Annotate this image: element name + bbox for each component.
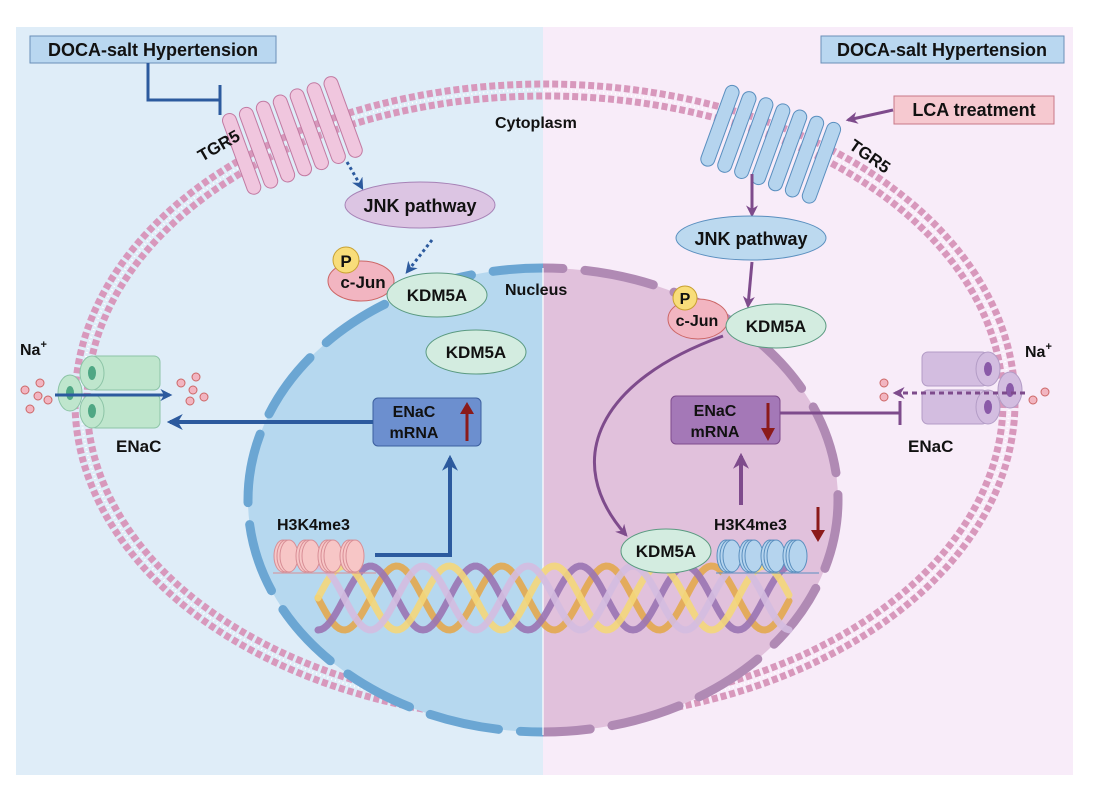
arrow-jnk-to-kdm5a-right (742, 261, 755, 309)
tgr5-receptor-right (700, 84, 842, 204)
lca-treatment-box: LCA treatment (893, 95, 1055, 125)
arrow-tgr5-to-jnk-left (345, 161, 364, 191)
tgr5-helix (751, 103, 791, 186)
cjun-label-right: c-Jun (676, 313, 719, 330)
jnk-label-left: JNK pathway (363, 196, 476, 216)
tgr5-helix (323, 76, 363, 158)
arrow-h3k4me3-to-mrna-left (375, 454, 458, 557)
h3k4me3-label-right: H3K4me3 (714, 517, 787, 534)
dna-helix (314, 562, 793, 634)
jnk-pathway-left: JNK pathway (344, 181, 496, 229)
mrna-line1-right: ENaC (694, 403, 737, 420)
kdm5a-label-right-chromatin: KDM5A (636, 542, 696, 561)
na-label-right: Na+ (1025, 341, 1052, 361)
cjun-label-left: c-Jun (340, 273, 385, 292)
mrna-line2-right: mRNA (691, 424, 740, 441)
kdm5a-label-left-free: KDM5A (446, 343, 506, 362)
enac-label-right: ENaC (908, 437, 953, 456)
mrna-line2-left: mRNA (390, 425, 439, 442)
enac-mrna-right: ENaC mRNA (670, 395, 781, 445)
na-label-left: Na+ (20, 339, 47, 359)
tgr5-helix (222, 113, 262, 195)
nucleosome (722, 539, 742, 573)
tgr5-helix (784, 115, 825, 198)
nucleosome (279, 539, 299, 573)
kdm5a-label-left-bound: KDM5A (407, 286, 467, 305)
arrow-kdm5a-to-chromatin (592, 334, 724, 537)
jnk-label-right: JNK pathway (694, 229, 807, 249)
nucleus-label: Nucleus (505, 282, 567, 299)
tgr5-helix (289, 88, 329, 171)
sodium-ions-right (879, 378, 1050, 405)
tgr5-helix (700, 84, 740, 167)
kdm5a-label-right-bound: KDM5A (746, 317, 806, 336)
arrow-jnk-to-kdm5a-left (405, 239, 434, 274)
nucleosome (323, 539, 343, 573)
doca-label-right: DOCA-salt Hypertension (837, 40, 1047, 60)
tgr5-helix (801, 121, 842, 204)
kdm5a-chromatin-right: KDM5A (620, 528, 712, 574)
inhibition-line-left (146, 63, 222, 115)
nucleosome (766, 539, 786, 573)
enac-label-left: ENaC (116, 437, 161, 456)
nucleosome (744, 539, 764, 573)
mrna-line1-left: ENaC (393, 404, 436, 421)
doca-box-left: DOCA-salt Hypertension (29, 35, 277, 64)
cjun-complex-left: c-Jun P KDM5A (327, 246, 488, 318)
doca-box-right: DOCA-salt Hypertension (820, 35, 1065, 64)
enac-mrna-left: ENaC mRNA (372, 397, 482, 447)
jnk-pathway-right: JNK pathway (675, 215, 827, 261)
tgr5-receptor-left (222, 76, 363, 195)
nucleosome (301, 539, 321, 573)
nucleosome (345, 539, 365, 573)
tgr5-helix (272, 94, 313, 177)
tgr5-helix (767, 109, 808, 192)
tgr5-helix (734, 97, 774, 179)
cytoplasm-label: Cytoplasm (495, 115, 577, 132)
sodium-ions-left (20, 372, 209, 414)
phospho-label-right: P (680, 291, 691, 308)
h3k4me3-label-left: H3K4me3 (277, 517, 350, 534)
doca-label-left: DOCA-salt Hypertension (48, 40, 258, 60)
enac-channel-right (921, 351, 1023, 425)
nucleosome (788, 539, 808, 573)
dna-strand (314, 562, 793, 634)
dna-strand (314, 562, 793, 634)
phospho-label-left: P (340, 252, 351, 271)
nucleosomes-right (716, 539, 819, 574)
tgr5-helix (717, 91, 757, 173)
arrow-lca-to-tgr5 (845, 108, 894, 124)
lca-label: LCA treatment (912, 100, 1035, 120)
cjun-complex-right: c-Jun P KDM5A (667, 285, 827, 349)
enac-channel-left (57, 355, 161, 429)
inhibition-line-right (780, 401, 902, 425)
kdm5a-free-left: KDM5A (425, 329, 527, 375)
dna-strand (314, 562, 793, 634)
tgr5-helix (238, 106, 279, 189)
nucleosomes-left (273, 539, 376, 574)
tgr5-helix (306, 82, 346, 164)
tgr5-helix (255, 100, 296, 183)
